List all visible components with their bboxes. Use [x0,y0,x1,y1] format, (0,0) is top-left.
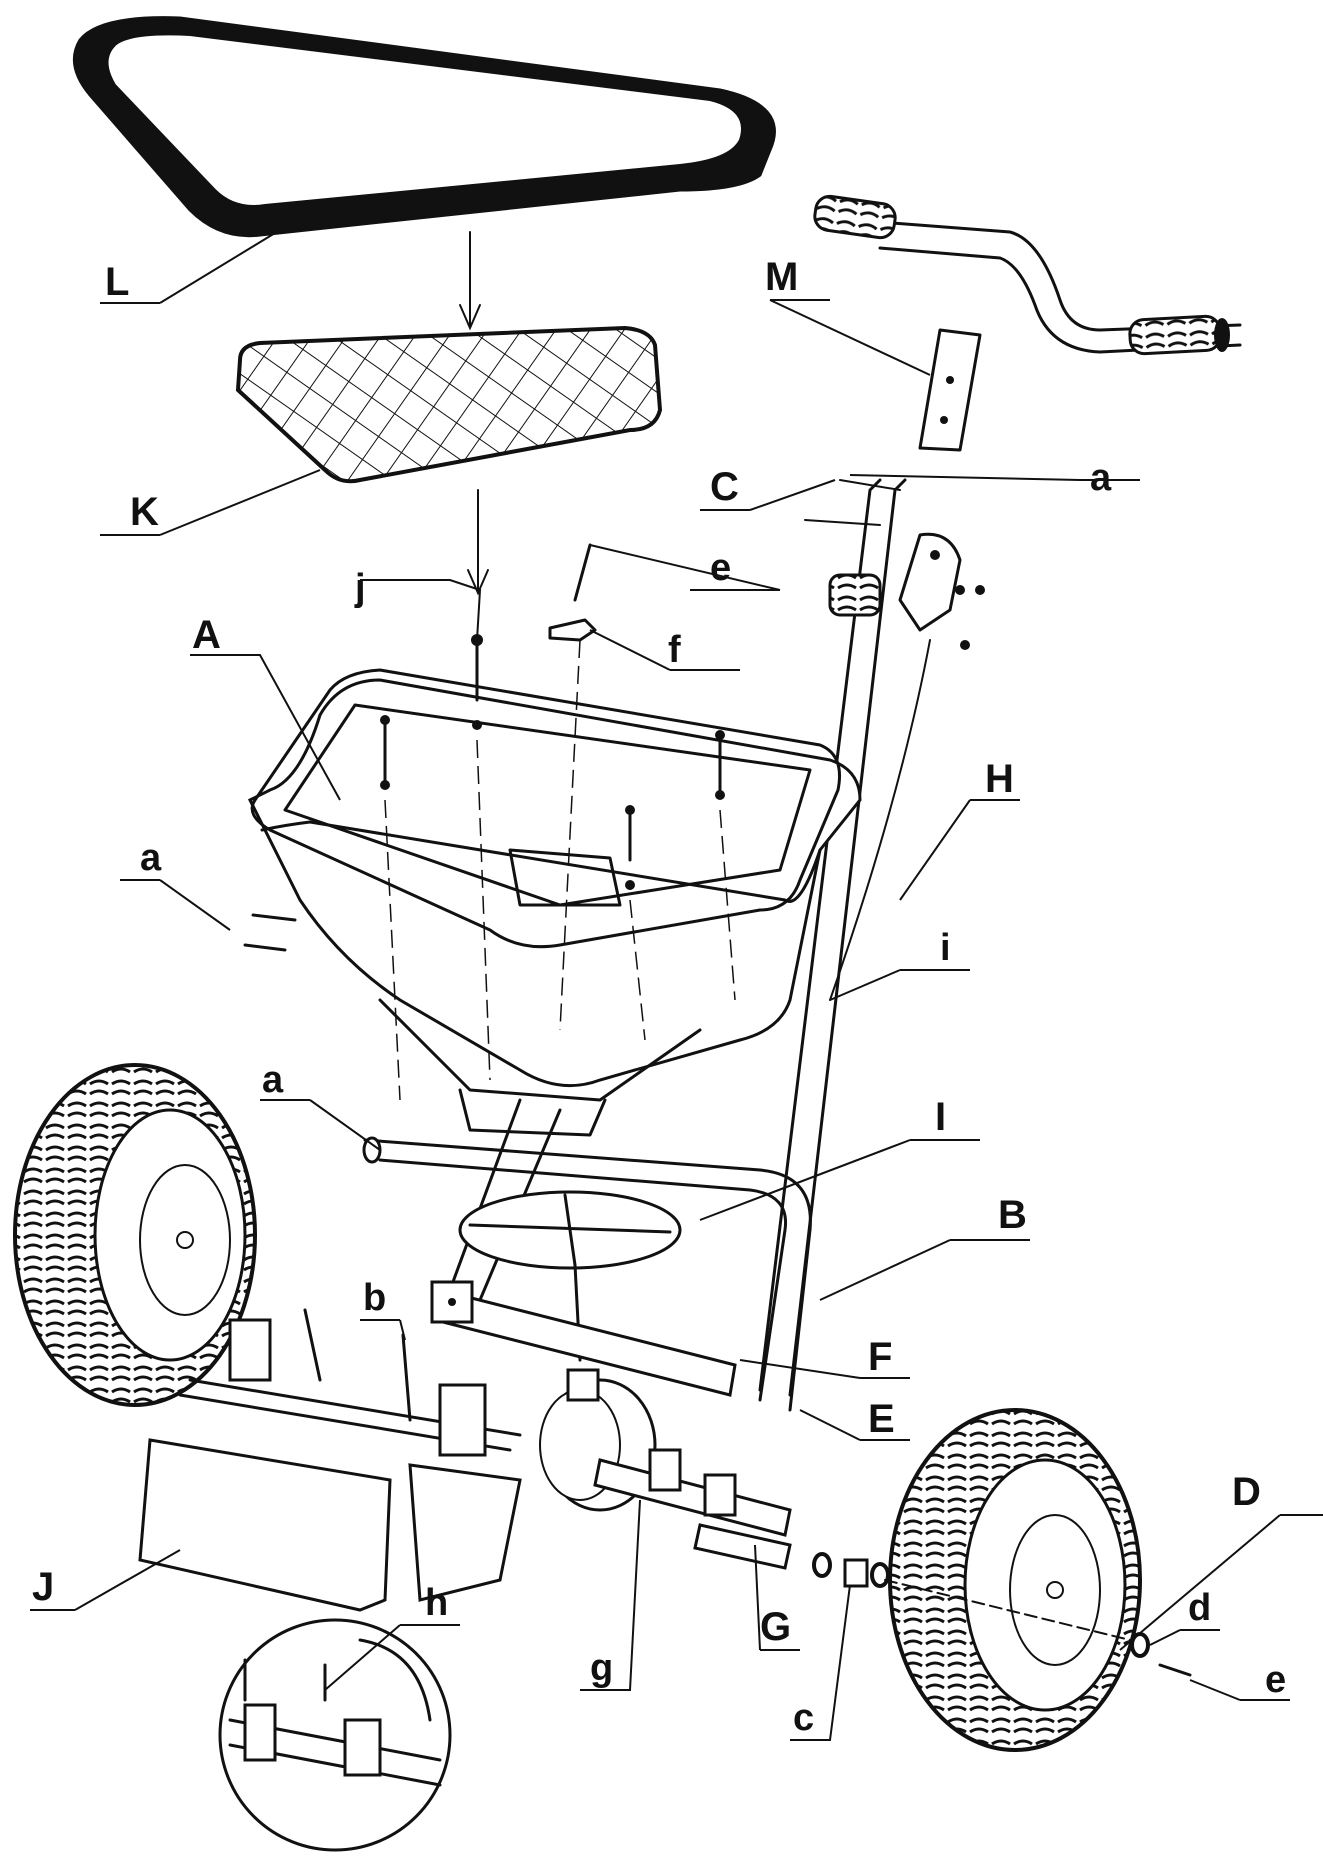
handle-part-M [813,194,1242,452]
arrow-lid-to-screen [459,231,481,331]
label-L: L [105,260,129,304]
part-labels: L M K C a e j f A H a i a I B b F E D J … [32,255,1286,1739]
left-wheel [13,1063,257,1407]
hopper-bolts [243,543,725,952]
label-a-top: a [1090,457,1112,499]
label-j: j [354,567,366,609]
label-J: J [32,1565,54,1609]
alignment-lines [384,639,736,1101]
label-G: G [760,1605,791,1649]
axle-part-G [693,1523,1192,1677]
label-C: C [710,465,739,509]
lid-part-L [72,16,776,238]
label-K: K [130,490,159,534]
handle-frame-tube [758,478,985,1397]
label-H: H [985,757,1014,801]
label-c: c [793,1697,814,1739]
label-M: M [765,255,798,299]
label-B: B [998,1193,1027,1237]
right-wheel-part-D [888,1408,1142,1752]
detail-inset [218,1618,452,1852]
leader-lines [30,229,1323,1741]
label-b: b [363,1277,386,1319]
label-h: h [425,1582,448,1624]
gearbox [539,1368,792,1537]
label-e-bottom: e [1265,1659,1286,1701]
label-F: F [868,1335,892,1379]
label-d: d [1188,1587,1211,1629]
label-f: f [668,629,681,671]
label-D: D [1232,1470,1261,1514]
spinner-plate-part-I [458,1190,682,1362]
axle-part-F [430,1280,737,1397]
screen-part-K [235,325,663,484]
label-E: E [868,1397,895,1441]
label-i: i [940,927,951,969]
label-A: A [192,613,221,657]
arrow-screen-to-hopper [467,489,489,596]
label-e-top: e [710,547,731,589]
label-a-mid: a [262,1059,284,1101]
deflector-part-J [138,1308,522,1612]
label-g: g [590,1647,613,1689]
hopper-part-A [247,668,862,1137]
label-I: I [935,1095,946,1139]
label-a-left: a [140,837,162,879]
